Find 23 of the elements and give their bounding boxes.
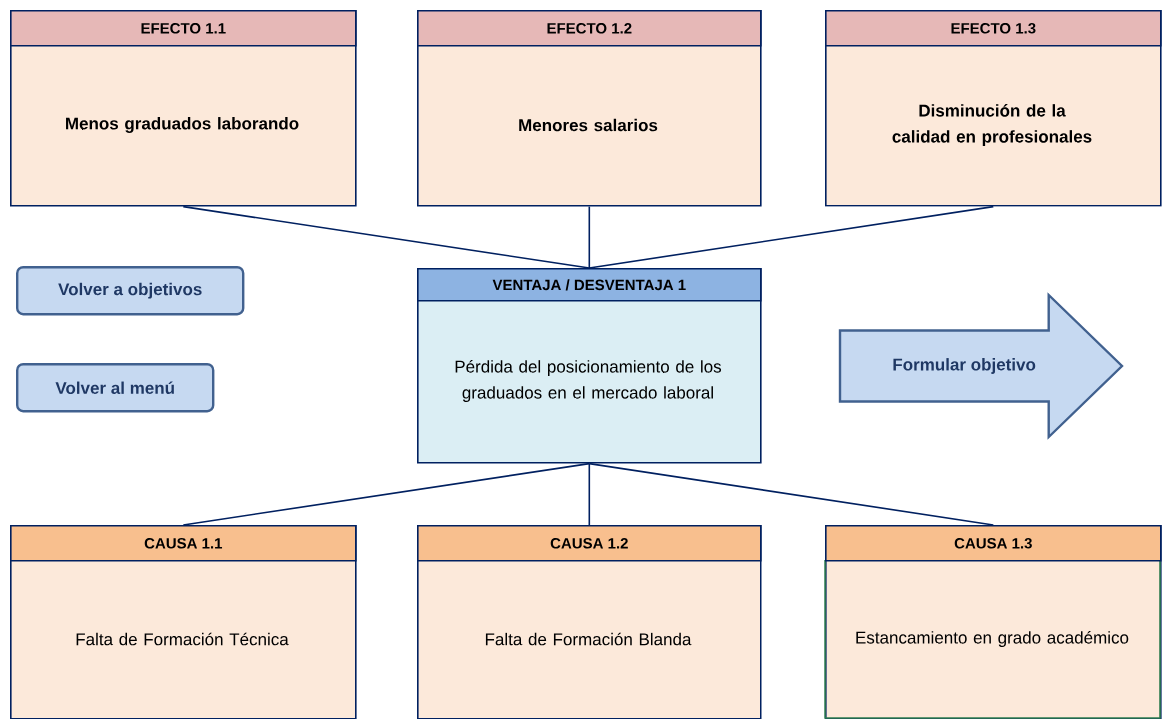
connector-line bbox=[588, 205, 995, 269]
connector-line bbox=[588, 205, 591, 269]
navigation-button: Volver a objetivos bbox=[16, 266, 245, 316]
box-header: EFECTO 1.2 bbox=[417, 10, 762, 47]
arrow-button: Formular objetivo bbox=[838, 292, 1124, 440]
box-text: Menores salarios bbox=[519, 118, 658, 132]
connector-line bbox=[588, 462, 995, 526]
box-text: Estancamiento en grado académico bbox=[856, 630, 1129, 647]
box-header: EFECTO 1.1 bbox=[10, 10, 357, 47]
connector-line bbox=[182, 462, 591, 526]
box-header: EFECTO 1.3 bbox=[825, 10, 1162, 47]
box-header: VENTAJA / DESVENTAJA 1 bbox=[417, 268, 762, 302]
box-text: Disminución de la calidad en profesionales bbox=[892, 104, 1092, 146]
box-text: Falta de Formación Técnica bbox=[76, 632, 289, 646]
navigation-button: Volver al menú bbox=[16, 363, 215, 413]
box-header: CAUSA 1.2 bbox=[417, 525, 762, 562]
box-text: Pérdida del posicionamiento de los graduados en el mercado laboral bbox=[455, 359, 722, 402]
connector-line bbox=[182, 205, 591, 269]
box-text: Menos graduados laborando bbox=[66, 117, 299, 133]
connector-line bbox=[588, 462, 591, 526]
box-header: CAUSA 1.1 bbox=[10, 525, 357, 562]
box-header: CAUSA 1.3 bbox=[825, 525, 1162, 562]
box-text: Falta de Formación Blanda bbox=[485, 632, 692, 646]
